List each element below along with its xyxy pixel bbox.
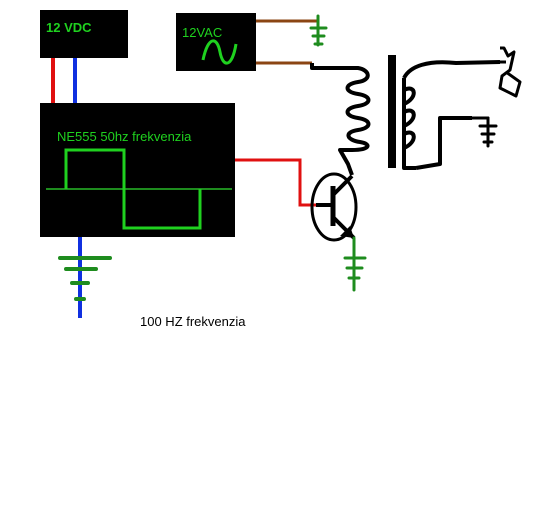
secondary-ground-icon: [470, 116, 498, 148]
square-wave-icon: [64, 148, 202, 230]
ground-icon: [58, 256, 112, 301]
dc-supply-block: 12 VDC: [40, 10, 128, 58]
oscillator-block: NE555 50hz frekvenzia: [40, 103, 235, 237]
ac-ground-icon: [309, 14, 328, 47]
transformer-core: [388, 55, 396, 168]
dc-supply-label: 12 VDC: [46, 20, 92, 35]
transistor-ground-icon: [343, 236, 367, 292]
coil-icon: [310, 63, 371, 176]
sine-wave-icon: [201, 39, 238, 65]
oscillator-box: [40, 103, 235, 237]
ac-supply-block: 12VAC: [176, 13, 256, 71]
relay-contact-icon: [498, 46, 522, 98]
ac-supply-label: 12VAC: [182, 25, 222, 40]
frequency-caption: 100 HZ frekvenzia: [140, 314, 246, 329]
transistor-icon: [310, 172, 358, 242]
dc-supply-box: [40, 10, 128, 58]
control-wire: [235, 158, 316, 207]
oscillator-label: NE555 50hz frekvenzia: [57, 129, 192, 144]
transformer-icon: [402, 60, 501, 170]
